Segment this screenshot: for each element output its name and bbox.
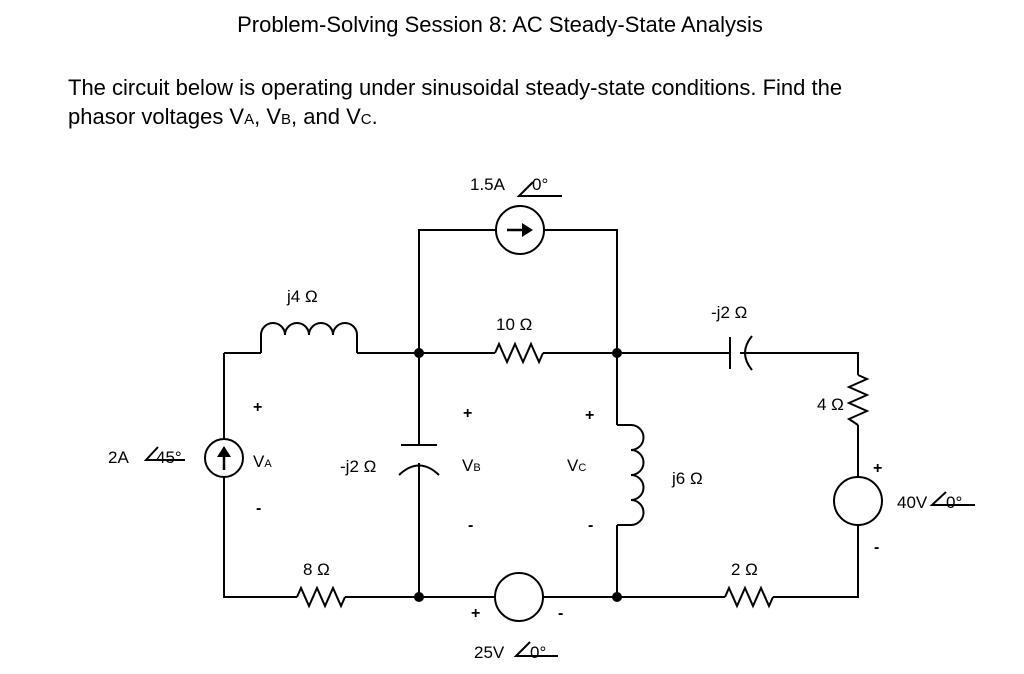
inductor-j6-label: j6 Ω	[671, 469, 703, 488]
problem-line-2-suffix: .	[371, 104, 378, 129]
resistor-2	[724, 585, 774, 609]
problem-line-1: The circuit below is operating under sin…	[68, 75, 843, 100]
wires	[223, 229, 859, 598]
vb-plus: +	[463, 405, 472, 422]
angle-symbol-right	[929, 491, 975, 506]
top-source-value: 1.5A	[470, 175, 506, 194]
capacitor-right-label: -j2 Ω	[711, 303, 747, 322]
angle-symbol-bottom	[513, 641, 558, 657]
vb-minus: -	[468, 517, 473, 534]
va-plus: +	[253, 399, 262, 416]
junction-dot	[612, 592, 622, 602]
page-title: Problem-Solving Session 8: AC Steady-Sta…	[237, 12, 763, 37]
resistor-8-label: 8 Ω	[303, 560, 330, 579]
right-source-plus: +	[873, 460, 882, 477]
va-subscript: A	[244, 111, 255, 128]
bottom-source-plus: +	[471, 605, 480, 622]
bottom-source-angle: 0°	[530, 643, 546, 662]
capacitor-left-label: -j2 Ω	[340, 457, 376, 476]
junction-dot	[612, 348, 622, 358]
angle-symbol-top	[516, 181, 562, 197]
va-minus: -	[256, 500, 261, 517]
junction-dot	[414, 592, 424, 602]
problem-line-2-prefix: phasor voltages V	[68, 104, 245, 129]
capacitor-right	[729, 335, 753, 371]
vc-label: VC	[567, 456, 586, 475]
problem-statement: The circuit below is operating under sin…	[68, 73, 1018, 134]
resistor-10-label: 10 Ω	[496, 315, 532, 334]
vc-subscript: C	[360, 111, 372, 128]
inductor-j6	[617, 424, 645, 526]
problem-sep-1: , V	[254, 104, 282, 129]
resistor-8	[296, 585, 346, 609]
resistor-4	[846, 374, 870, 426]
left-source-value: 2A	[108, 448, 129, 467]
problem-sep-2: , and V	[291, 104, 361, 129]
right-source-minus: -	[874, 539, 879, 556]
va-label: VA	[253, 452, 272, 471]
right-source-angle: 0°	[946, 493, 962, 512]
resistor-4-label: 4 Ω	[817, 395, 844, 414]
voltage-source-bottom	[494, 572, 544, 622]
current-source-top	[495, 205, 545, 255]
resistor-2-label: 2 Ω	[731, 560, 758, 579]
bottom-source-minus: -	[558, 605, 563, 622]
capacitor-left	[398, 444, 440, 476]
voltage-source-right	[833, 476, 883, 526]
vc-minus: -	[588, 517, 593, 534]
vc-plus: +	[585, 407, 594, 424]
vb-label: VB	[462, 456, 481, 475]
junction-dot	[414, 348, 424, 358]
left-source-angle: 45°	[156, 448, 182, 467]
angle-symbol-left	[143, 446, 185, 461]
junction-dots	[414, 348, 622, 602]
inductor-j4-label: j4 Ω	[286, 287, 318, 306]
top-source-angle: 0°	[532, 175, 548, 194]
vb-subscript: B	[281, 111, 292, 128]
current-source-left	[204, 438, 244, 478]
bottom-source-value: 25V	[474, 643, 505, 662]
right-source-value: 40V	[897, 493, 928, 512]
inductor-j4	[260, 322, 358, 353]
resistor-10	[494, 341, 544, 365]
